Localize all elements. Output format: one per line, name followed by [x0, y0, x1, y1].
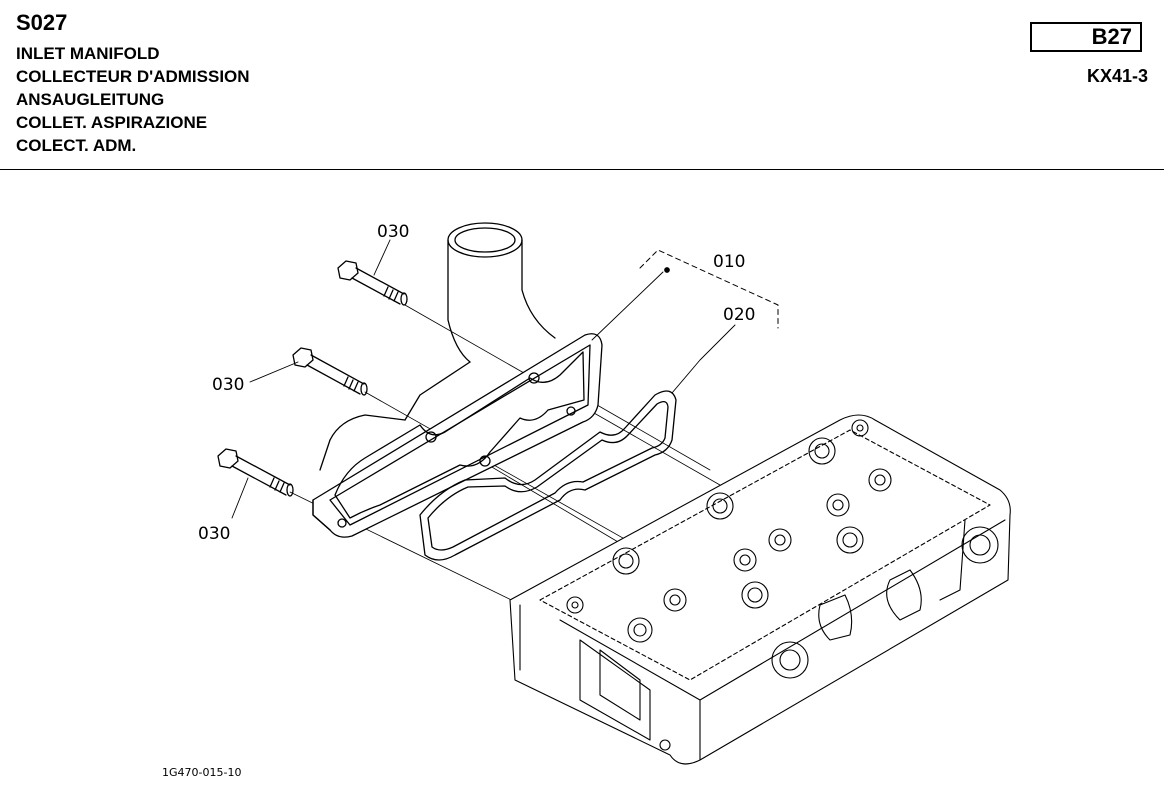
header-divider — [0, 169, 1164, 170]
bolt-icon — [217, 448, 294, 497]
callout-020: 020 — [723, 305, 755, 325]
callout-030-top: 030 — [377, 222, 409, 242]
callout-leaders — [231, 239, 736, 519]
title-en: INLET MANIFOLD — [16, 44, 160, 63]
callout-010: 010 — [713, 252, 745, 272]
inlet-manifold-part — [312, 222, 603, 538]
title-it: COLLET. ASPIRAZIONE — [16, 113, 208, 132]
cylinder-head-part — [509, 414, 1011, 765]
bracket-dot — [664, 267, 670, 273]
title-fr: COLLECTEUR D'ADMISSION — [16, 67, 250, 86]
section-code: S027 — [16, 10, 68, 35]
page-number-box: B27 — [1030, 22, 1142, 52]
title-de: ANSAUGLEITUNG — [16, 90, 165, 109]
title-es: COLECT. ADM. — [16, 136, 137, 155]
model-name: KX41-3 — [1086, 66, 1148, 86]
assembly-bracket — [639, 249, 779, 329]
drawing-reference: 1G470-015-10 — [162, 766, 242, 779]
section-titles: INLET MANIFOLD COLLECTEUR D'ADMISSION AN… — [16, 42, 250, 157]
gasket-part — [419, 390, 677, 561]
bolt-icon — [292, 347, 368, 396]
callout-030-middle: 030 — [212, 375, 244, 395]
callout-030-bottom: 030 — [198, 524, 230, 544]
bolt-icon — [337, 260, 408, 306]
